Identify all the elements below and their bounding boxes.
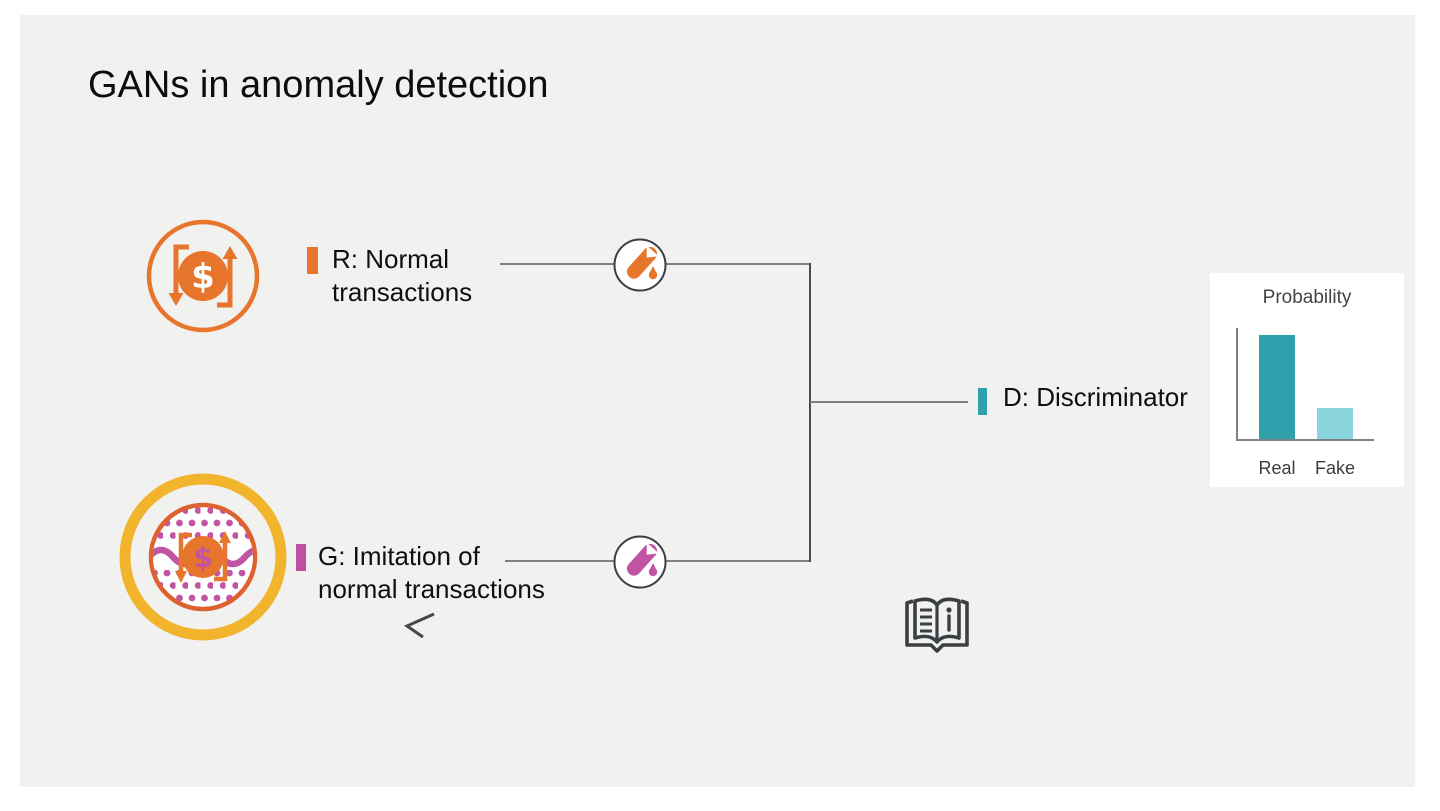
connector-line-vertical <box>809 263 811 562</box>
label-generator-text: G: Imitation of normal transactions <box>318 541 545 604</box>
page-title: GANs in anomaly detection <box>88 64 549 106</box>
test-tube-icon-top <box>613 238 667 292</box>
svg-text:$: $ <box>191 257 215 297</box>
open-book-info-icon[interactable] <box>903 593 971 655</box>
bullet-generator <box>296 544 306 571</box>
bar-label-real: Real <box>1258 458 1296 478</box>
bar-label-fake: Fake <box>1314 458 1356 478</box>
slide-background <box>20 15 1415 787</box>
generator-dotted-transactions-icon: $ <box>119 473 287 641</box>
chart-title: Probability <box>1262 287 1352 308</box>
chart-x-axis <box>1236 439 1374 441</box>
chart-y-axis <box>1236 328 1238 441</box>
bar-real <box>1259 335 1295 439</box>
label-discriminator-text: D: Discriminator <box>1003 382 1188 412</box>
bullet-real <box>307 247 318 274</box>
label-real-transactions: R: Normal transactions <box>307 243 472 309</box>
bar-fake <box>1317 408 1353 439</box>
label-generator: G: Imitation of normal transactions <box>296 540 545 606</box>
pointer-cursor-icon <box>403 612 435 639</box>
label-discriminator: D: Discriminator <box>978 381 1188 415</box>
connector-line-middle <box>810 401 968 403</box>
bullet-discriminator <box>978 388 987 415</box>
money-transactions-icon: $ <box>146 219 260 333</box>
probability-chart-card: Probability Real Fake <box>1210 273 1404 487</box>
label-real-text: R: Normal transactions <box>332 244 473 307</box>
svg-text:$: $ <box>193 541 212 574</box>
test-tube-icon-bottom <box>613 535 667 589</box>
